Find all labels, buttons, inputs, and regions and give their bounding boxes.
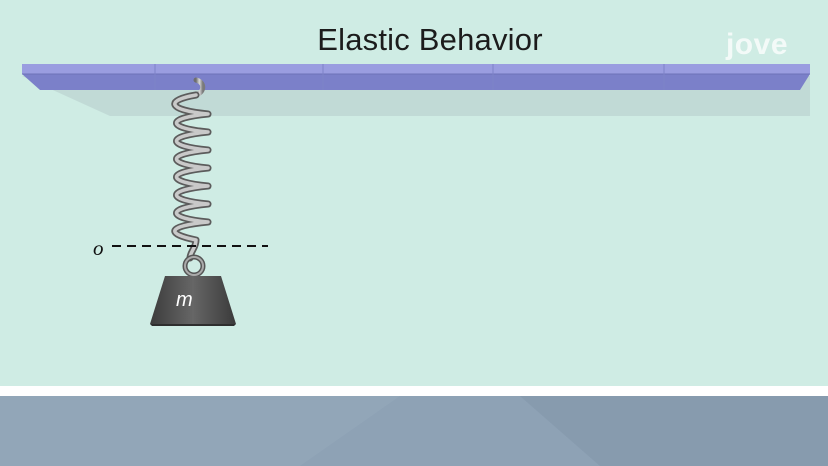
hook-icon (182, 254, 206, 278)
mass-weight-icon (150, 276, 236, 326)
jove-logo: jove (725, 28, 788, 61)
page-title: Elastic Behavior (317, 22, 543, 57)
origin-label: o (93, 236, 104, 260)
floor-band (0, 396, 828, 466)
ceiling-bar (22, 64, 810, 90)
spring-icon (171, 77, 212, 262)
floor-divider (0, 386, 828, 396)
mass-label: m (176, 289, 193, 311)
